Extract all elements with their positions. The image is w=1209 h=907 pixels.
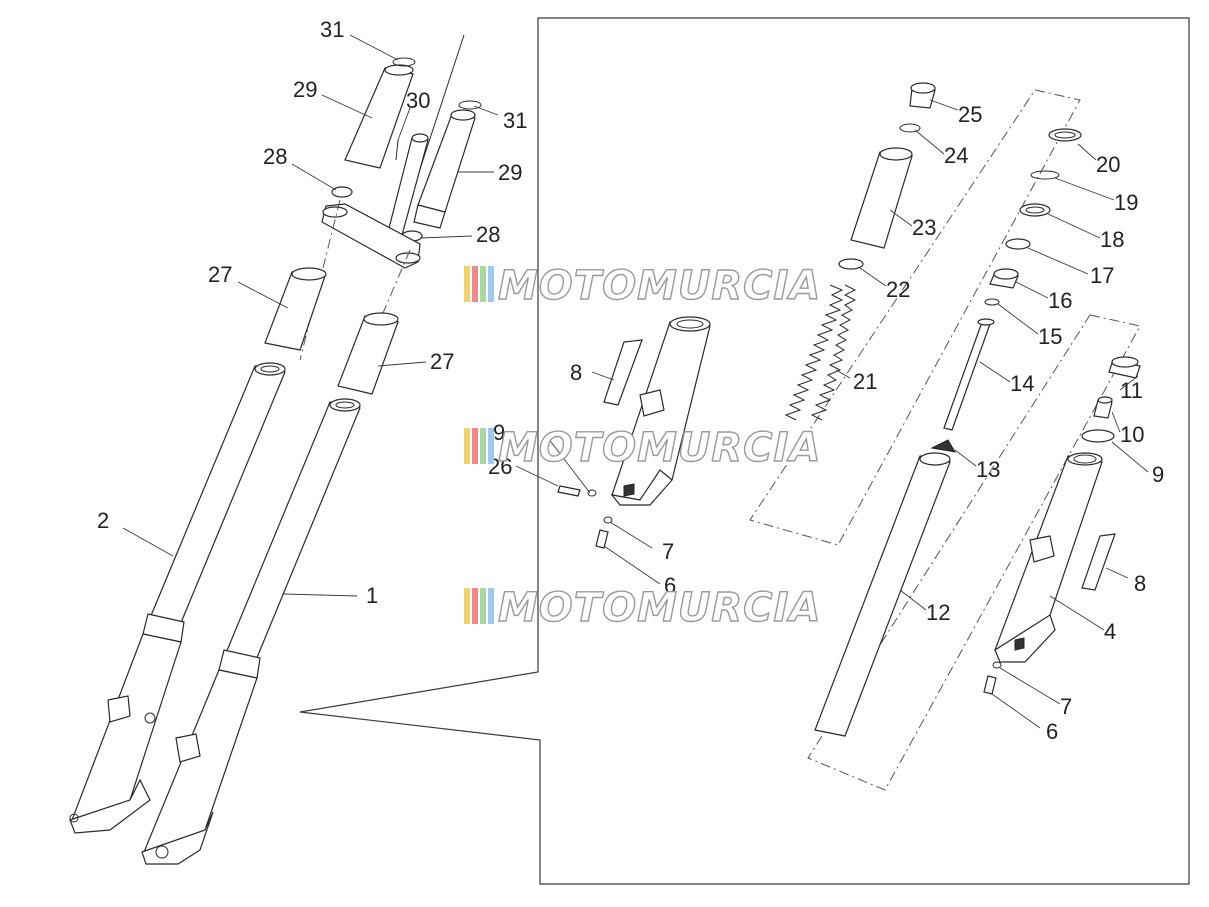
callout-18: 18: [1100, 227, 1124, 252]
watermark-1: MOTOMURCIA: [464, 262, 821, 310]
callout-27-right: 27: [430, 349, 454, 374]
watermark-text: MOTOMURCIA: [498, 585, 821, 631]
cap-29-right: [417, 113, 476, 213]
callout-4: 4: [1104, 619, 1116, 644]
callout-14: 14: [1010, 371, 1034, 396]
callout-24: 24: [944, 143, 968, 168]
callout-10: 10: [1120, 422, 1144, 447]
lower-slider-detail: [557, 316, 711, 549]
cap-29-left: [344, 67, 414, 169]
damper-internals: [749, 82, 1141, 791]
callout-1: 1: [366, 583, 378, 608]
leader-lines: [122, 34, 1149, 729]
callout-7-center: 7: [662, 539, 674, 564]
callout-28-left: 28: [263, 144, 287, 169]
detail-frame: [299, 17, 1190, 885]
callout-29-left: 29: [293, 77, 317, 102]
callout-20: 20: [1096, 152, 1120, 177]
callout-9-center: 9: [493, 420, 505, 445]
callout-30: 30: [406, 88, 430, 113]
assembled-fork: [69, 34, 482, 865]
callout-22: 22: [886, 277, 910, 302]
sleeve-27-right: [337, 315, 399, 395]
callout-21: 21: [853, 369, 877, 394]
callout-8-right: 8: [1134, 571, 1146, 596]
callout-28-right: 28: [476, 222, 500, 247]
callout-13: 13: [976, 457, 1000, 482]
callout-25: 25: [958, 102, 982, 127]
callout-8-center: 8: [570, 360, 582, 385]
watermark-2: MOTOMURCIA: [464, 424, 821, 472]
callout-31-left: 31: [320, 17, 344, 42]
sleeve-27-left: [264, 271, 326, 351]
watermark-text: MOTOMURCIA: [498, 425, 821, 471]
watermark-3: MOTOMURCIA: [464, 584, 821, 632]
callout-2: 2: [97, 508, 109, 533]
watermark-text: MOTOMURCIA: [498, 263, 821, 309]
callout-17: 17: [1090, 263, 1114, 288]
callout-9: 9: [1152, 462, 1164, 487]
triple-clamp: [321, 203, 421, 269]
callout-31-right: 31: [503, 108, 527, 133]
callout-16: 16: [1048, 288, 1072, 313]
callout-29-right: 29: [498, 160, 522, 185]
inner-tube-12: [814, 455, 951, 737]
callout-15: 15: [1038, 324, 1062, 349]
callout-23: 23: [912, 215, 936, 240]
callout-19: 19: [1114, 190, 1138, 215]
callout-12: 12: [926, 600, 950, 625]
callout-27-left: 27: [208, 262, 232, 287]
callout-6-center: 6: [664, 573, 676, 598]
callout-7-right: 7: [1060, 694, 1072, 719]
callout-labels: 1 2 27 27 28 28 29 29 30 31 31 8 9 26 7 …: [97, 17, 1164, 744]
callout-11: 11: [1120, 378, 1143, 403]
callout-6-right: 6: [1046, 719, 1058, 744]
